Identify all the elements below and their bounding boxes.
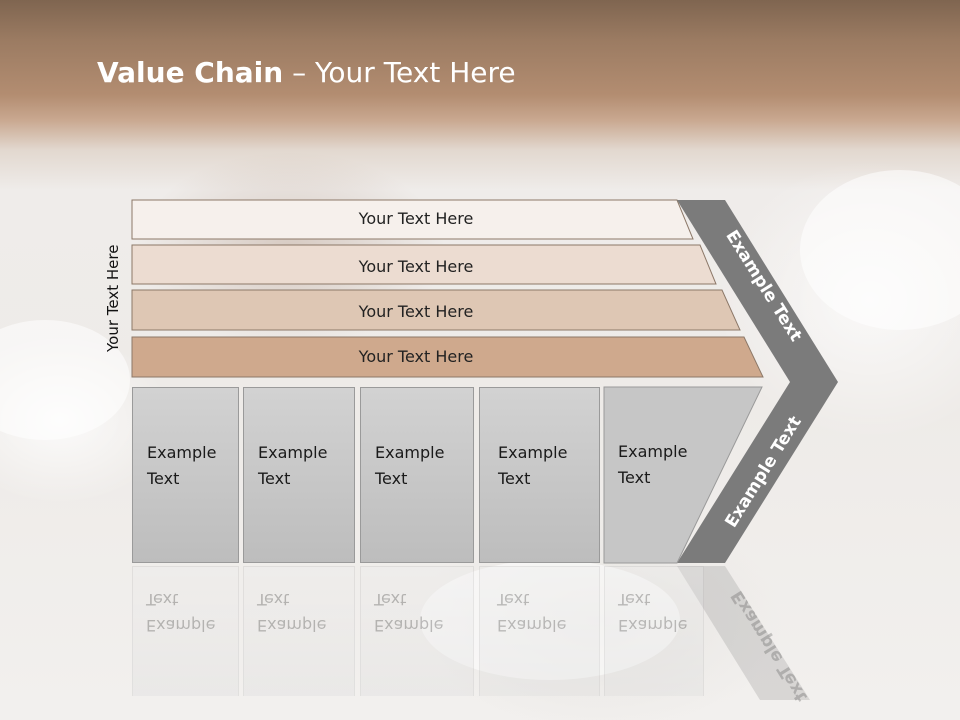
background-petal <box>420 560 680 680</box>
background-petal <box>0 320 130 440</box>
card-4-line1: Example <box>498 443 568 462</box>
card-5-arrow-tip <box>603 386 763 564</box>
slide-title: Value Chain – Your Text Here <box>97 56 516 89</box>
chevron-lower-arm <box>677 382 838 563</box>
card-3-line1: Example <box>375 443 445 462</box>
card-5-line1: Example <box>618 442 688 461</box>
band-1-label: Your Text Here <box>358 209 474 228</box>
band-3-label: Your Text Here <box>358 302 474 321</box>
band-4-label: Your Text Here <box>358 347 474 366</box>
card-1-line2: Text <box>147 469 180 488</box>
background-petal <box>800 170 960 330</box>
chevron-upper-arm <box>677 200 838 382</box>
card-1-line1: Example <box>147 443 217 462</box>
band-2-shape <box>131 244 717 285</box>
band-3-shape <box>131 289 741 331</box>
band-1-shape <box>131 199 694 240</box>
card-2-line1: Example <box>258 443 328 462</box>
band-2-label: Your Text Here <box>358 257 474 276</box>
card-2-line2: Text <box>258 469 291 488</box>
chevron-reflection <box>677 566 810 700</box>
card-3-line2: Text <box>375 469 408 488</box>
card-5-line2: Text <box>618 468 651 487</box>
band-4-shape <box>131 336 764 378</box>
card-4-line2: Text <box>498 469 531 488</box>
